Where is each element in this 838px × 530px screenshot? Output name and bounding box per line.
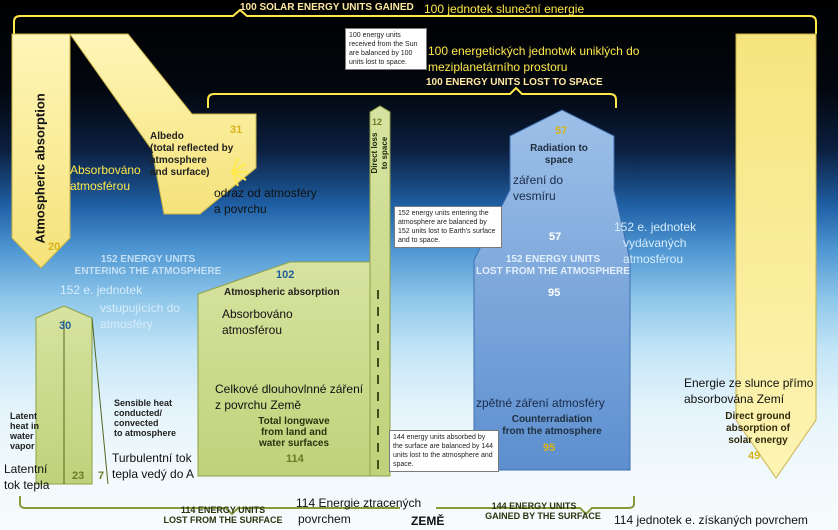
radiation-to-space-label-2: space	[544, 155, 574, 166]
lost-atmosphere-cz-3: atmosférou	[623, 252, 684, 266]
direct-loss-column	[369, 105, 391, 477]
direct-ground-cz-1: Energie ze slunce přímo	[684, 376, 814, 390]
entering-atmosphere-en-2: ENTERING THE ATMOSPHERE	[74, 266, 222, 277]
gained-surface-en-1: 144 ENERGY UNITS	[491, 501, 577, 511]
sensible-heat-value: 7	[98, 470, 105, 482]
albedo-cz-2: a povrchu	[214, 202, 267, 216]
escaped-cz-line-2: meziplanetárního prostoru	[428, 60, 568, 74]
direct-loss-label-1: Direct loss	[370, 132, 379, 174]
lost-atmosphere-cz-1: 152 e. jednotek	[614, 220, 697, 234]
entering-atmosphere-cz-1: 152 e. jednotek	[60, 283, 143, 297]
direct-loss-value: 12	[372, 117, 383, 127]
albedo-highlight-icon	[231, 157, 248, 187]
counterradiation-en-1: Counterradiation	[511, 414, 593, 425]
direct-ground-en-2: absorption of	[726, 423, 790, 434]
counterradiation-value: 95	[543, 442, 556, 454]
entering-atmosphere-cz-3: atmosféry	[100, 317, 153, 331]
sensible-heat-en-4: to atmosphere	[114, 428, 177, 438]
atm-block-cz-2: atmosférou	[222, 323, 283, 337]
sensible-heat-en-3: convected	[114, 418, 159, 428]
escaped-cz-line-1: 100 energetických jednotwk uniklých do	[428, 44, 640, 58]
longwave-cz-1: Celkové dlouhovlnné záření	[215, 382, 364, 396]
albedo-label-3: atmosphere	[150, 155, 207, 166]
sensible-heat-en-2: conducted/	[114, 408, 163, 418]
longwave-en-3: water surfaces	[258, 438, 330, 449]
sensible-heat-en-1: Sensible heat	[114, 398, 173, 408]
latent-heat-cz-2: tok tepla	[4, 478, 50, 492]
atmospheric-absorption-value: 20	[48, 241, 61, 253]
atmospheric-absorption-label: Atmospheric absorption	[32, 93, 48, 244]
latent-heat-en-2: heat in	[10, 421, 40, 431]
direct-ground-value: 49	[748, 450, 761, 462]
balance-note-top: 100 energy units received from the Sun a…	[345, 28, 427, 70]
direct-ground-en-1: Direct ground	[725, 411, 791, 422]
atmospheric-absorption-cz-2: atmosférou	[70, 179, 131, 193]
balance-note-surface: 144 energy units absorbed by the surface…	[389, 430, 499, 472]
counterradiation-en-2: from the atmosphere	[502, 426, 602, 437]
gained-surface-cz: 114 jednotek e. získaných povrchem	[614, 513, 808, 527]
albedo-arrow	[69, 33, 257, 215]
longwave-en-2: from land and	[260, 427, 328, 438]
solar-gained-cz: 100 jednotek sluneční energie	[424, 2, 585, 16]
latent-heat-en-1: Latent	[10, 411, 37, 421]
atm-block-label: Atmospheric absorption	[224, 287, 340, 298]
albedo-label-4: and surface)	[150, 167, 210, 178]
lost-atmosphere-en-1: 152 ENERGY UNITS	[505, 254, 601, 265]
radiation-to-space-value-mid: 57	[549, 231, 562, 243]
sensible-heat-cz-2: tepla vedý do A	[112, 467, 195, 481]
albedo-cz-1: odraz od atmosféry	[214, 186, 317, 200]
latent-heat-value: 23	[72, 470, 85, 482]
entering-atmosphere-cz-2: vstupujících do	[100, 301, 181, 315]
surface-gain-bracket	[436, 496, 635, 516]
lost-atmosphere-en-2: LOST FROM THE ATMOSPHERE	[476, 266, 630, 277]
albedo-label-2: (total reflected by	[150, 143, 234, 154]
atm-block-value: 102	[276, 269, 295, 281]
lost-to-space-label: 100 ENERGY UNITS LOST TO SPACE	[426, 77, 603, 88]
radiation-to-space-label-1: Radiation to	[530, 143, 588, 154]
solar-gained-bracket	[13, 8, 817, 34]
direct-ground-en-3: solar energy	[728, 435, 788, 446]
atm-block-cz-1: Absorbováno	[222, 307, 293, 321]
lost-surface-en-2: LOST FROM THE SURFACE	[163, 515, 283, 525]
longwave-value: 114	[286, 453, 304, 465]
lost-surface-en-1: 114 ENERGY UNITS	[180, 505, 266, 515]
direct-ground-arrow	[735, 33, 817, 479]
latent-heat-en-4: vapor	[10, 441, 35, 451]
balance-note-atmosphere: 152 energy units entering the atmosphere…	[394, 206, 502, 248]
counterradiation-cz: zpětné záření atmosféry	[476, 396, 605, 410]
sensible-heat-cz-1: Turbulentní tok	[112, 451, 192, 465]
direct-loss-label-2: to space	[380, 136, 389, 170]
gained-surface-en-2: GAINED BY THE SURFACE	[485, 511, 601, 521]
lost-surface-cz-1: 114 Energie ztracených	[296, 496, 422, 510]
sensible-heat-edge	[91, 317, 109, 485]
radiation-to-space-cz-2: vesmíru	[513, 189, 556, 203]
earth-surface-band	[0, 470, 838, 530]
entering-atmosphere-en-1: 152 ENERGY UNITS	[100, 254, 196, 265]
longwave-cz-2: z povrchu Země	[215, 398, 302, 412]
latent-heat-cz-1: Latentní	[4, 462, 48, 476]
radiation-to-space-value-top: 57	[555, 125, 568, 137]
earth-label: ZEMĚ	[411, 514, 445, 528]
atmospheric-absorption-arrow	[11, 33, 71, 269]
solar-gained-label: 100 SOLAR ENERGY UNITS GAINED	[240, 2, 414, 13]
albedo-label-1: Albedo	[150, 131, 184, 142]
albedo-value: 31	[230, 124, 243, 136]
direct-ground-cz-2: absorbována Zemí	[684, 392, 785, 406]
lost-atmosphere-value: 95	[548, 287, 561, 299]
longwave-en-1: Total longwave	[258, 416, 330, 427]
surface-loss-bracket	[19, 496, 400, 516]
lost-to-space-bracket	[207, 86, 617, 108]
atmospheric-absorption-cz-1: Absorbováno	[70, 163, 141, 177]
latent-heat-value-top: 30	[59, 320, 72, 332]
radiation-to-space-cz-1: záření do	[513, 173, 564, 187]
latent-heat-en-3: water	[10, 431, 34, 441]
lost-surface-cz-2: povrchem	[298, 512, 351, 526]
lost-atmosphere-cz-2: vydávaných	[623, 236, 687, 250]
